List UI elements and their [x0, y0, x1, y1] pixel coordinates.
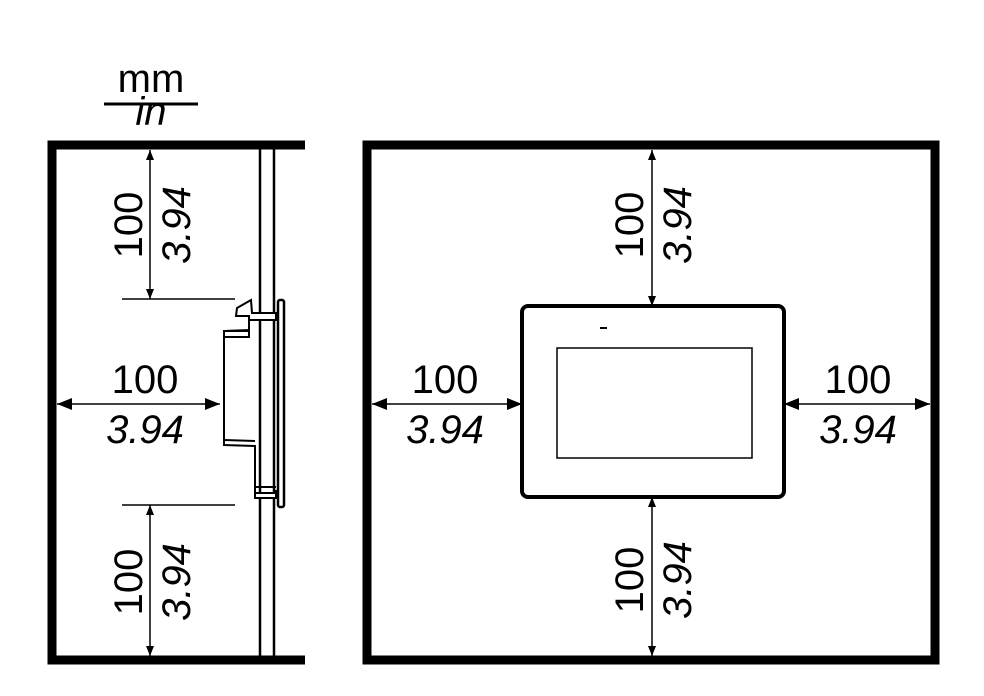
- enclosure-wall-front: [362, 140, 940, 665]
- side-top-mm: 100: [107, 192, 151, 259]
- device-front: [520, 304, 786, 499]
- front-bottom-mm: 100: [608, 547, 652, 614]
- device-side-profile: [223, 298, 286, 509]
- front-top-in: 3.94: [656, 186, 700, 264]
- side-view: 100 3.94 100 3.94 100 3.94: [47, 140, 305, 665]
- front-right-in: 3.94: [819, 408, 897, 452]
- front-left-in: 3.94: [406, 408, 484, 452]
- unit-in: in: [135, 90, 166, 134]
- enclosure-wall-side: [47, 140, 305, 665]
- unit-legend: mm in: [104, 57, 198, 134]
- side-left-in: 3.94: [106, 408, 184, 452]
- front-bottom-in: 3.94: [656, 541, 700, 619]
- device-screen: [556, 347, 753, 459]
- front-left-mm: 100: [412, 358, 479, 402]
- side-bottom-in: 3.94: [155, 543, 199, 621]
- front-right-mm: 100: [825, 358, 892, 402]
- front-top-mm: 100: [608, 192, 652, 259]
- side-left-mm: 100: [112, 358, 179, 402]
- unit-mm: mm: [118, 57, 185, 101]
- front-view: 100 3.94 100 3.94 100 3.94 100 3.94: [362, 140, 940, 665]
- side-top-in: 3.94: [155, 186, 199, 264]
- side-bottom-mm: 100: [107, 549, 151, 616]
